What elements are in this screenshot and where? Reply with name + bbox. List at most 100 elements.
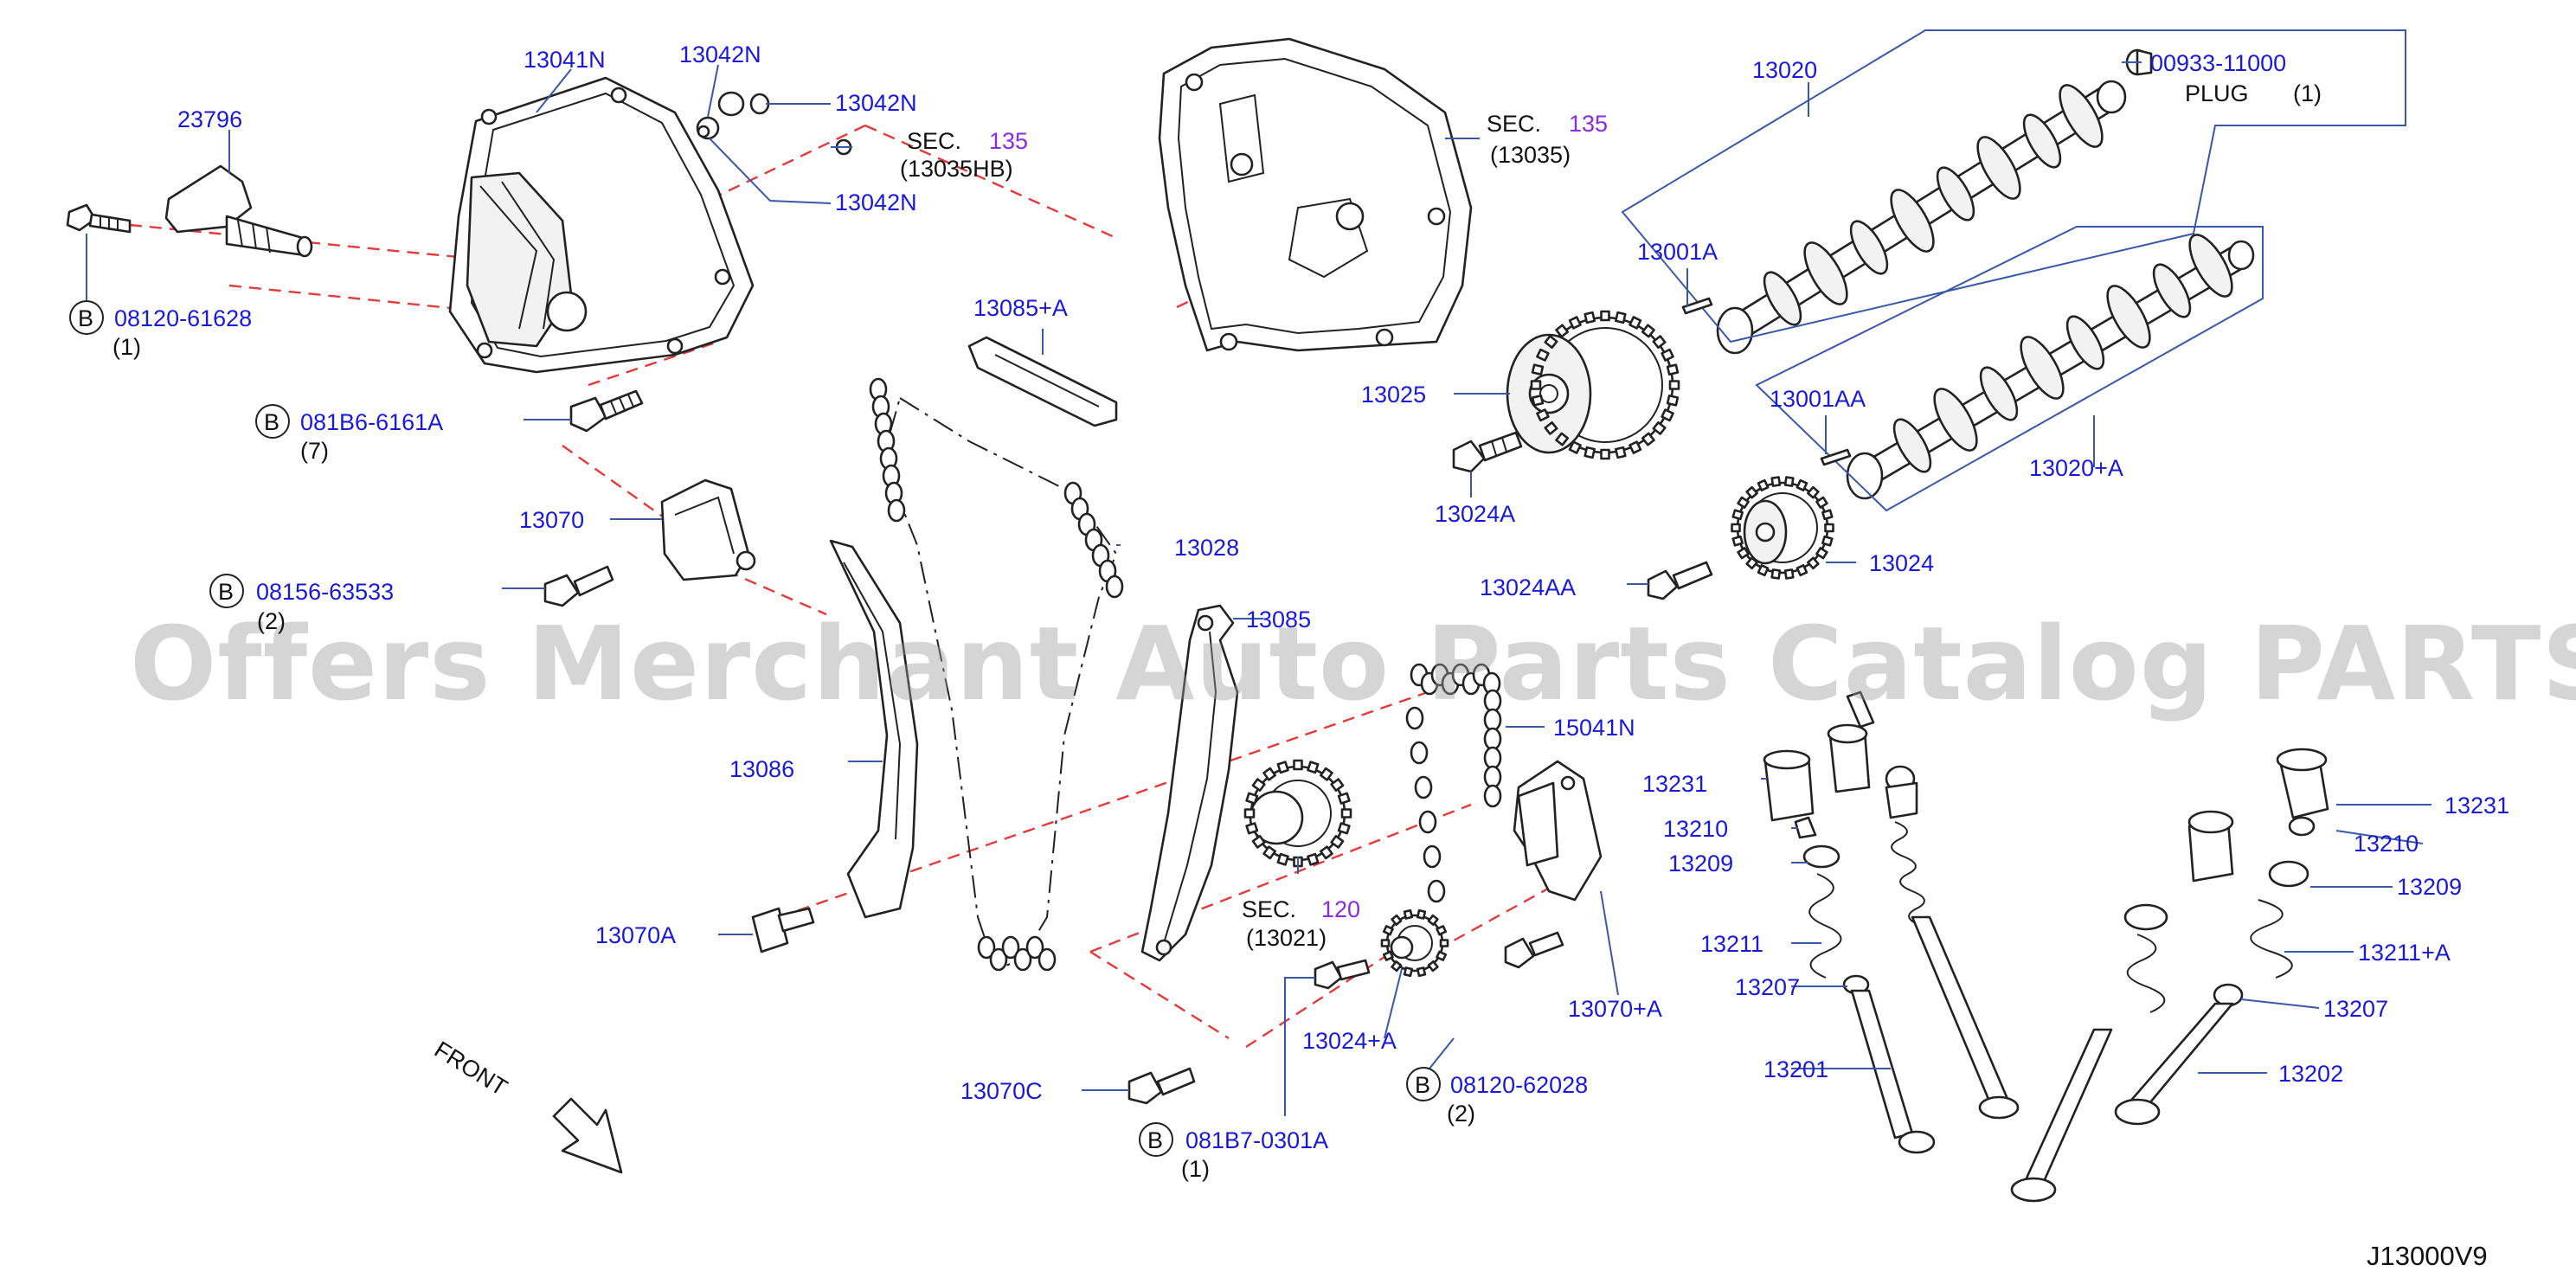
sec135hb-ref: (13035HB)	[900, 156, 1013, 182]
callout-13070pA: 13070+A	[1568, 996, 1662, 1022]
chain-link	[1483, 765, 1502, 789]
sprocket-tooth	[1757, 478, 1770, 491]
sprocket-tooth	[1731, 535, 1744, 547]
chain-link	[1105, 575, 1124, 599]
chain-link	[1025, 935, 1044, 960]
frame-13020A	[1755, 226, 2264, 512]
camshaft-13020	[1716, 80, 2127, 355]
chain-link	[1483, 746, 1502, 770]
front-label: FRONT	[430, 1037, 512, 1101]
sprocket-tooth	[1661, 348, 1674, 362]
sprocket-tooth	[1403, 966, 1414, 978]
sprocket-tooth	[1320, 845, 1333, 860]
chain-link	[1013, 947, 1032, 972]
sprocket-tooth	[1436, 950, 1448, 961]
chain-link	[1037, 947, 1057, 972]
callout-13025: 13025	[1361, 382, 1426, 408]
chain-link	[1418, 810, 1437, 834]
cam-sensor-23796	[164, 164, 313, 258]
sec135-num: 135	[1569, 111, 1608, 137]
callout-13231-l: 13231	[1642, 771, 1707, 797]
callout-labels: 13041N 13042N 13042N 13042N 23796 SEC. 1…	[69, 42, 2509, 1182]
bolt-08156-63533	[543, 565, 614, 607]
sprocket-tooth	[1568, 316, 1582, 330]
callout-13024A: 13024A	[1435, 501, 1515, 527]
callout-13070: 13070	[519, 507, 584, 533]
sprocket-tooth	[1783, 568, 1795, 580]
sprocket-tooth	[1416, 966, 1427, 978]
callout-13042N-a: 13042N	[679, 42, 761, 67]
b-letter-1: B	[78, 305, 93, 331]
sprocket-tooth	[1251, 835, 1266, 849]
qty-7: (7)	[300, 438, 329, 464]
sprocket-tooth	[1821, 509, 1834, 521]
sprocket-tooth	[1815, 547, 1828, 560]
callout-13020A: 13020+A	[2029, 455, 2123, 481]
sec120-ref: (13021)	[1246, 925, 1327, 951]
sprocket-tooth	[1615, 446, 1627, 459]
sprocket-tooth	[1276, 761, 1289, 774]
callout-13070C: 13070C	[960, 1078, 1043, 1104]
chain-link	[1405, 706, 1424, 730]
sprocket-tooth	[1668, 380, 1680, 390]
sprocket-tooth	[1427, 960, 1439, 973]
sprocket-tooth	[1641, 324, 1655, 338]
sprocket-tooth	[1382, 950, 1394, 961]
sprocket-tooth	[1320, 767, 1333, 781]
sprocket-tooth	[1807, 556, 1820, 570]
sprocket-tooth	[1243, 808, 1256, 819]
qty-2-b: (2)	[1447, 1101, 1475, 1127]
bolt-13070A	[751, 907, 815, 953]
sprocket-tooth	[1821, 535, 1834, 547]
sprocket-tooth	[1661, 408, 1674, 422]
vtc-sprocket-13025	[1506, 310, 1680, 460]
pin-13001A	[1681, 297, 1713, 315]
sprocket-tooth	[1731, 509, 1744, 521]
sprocket-tooth	[1568, 440, 1582, 454]
callout-081B7-0301A: 081B7-0301A	[1185, 1127, 1328, 1153]
callout-13201: 13201	[1763, 1056, 1828, 1082]
b-circle-5	[1139, 1122, 1173, 1157]
sprocket-tooth	[1337, 792, 1351, 805]
valve-train-right	[2010, 748, 2329, 1203]
callout-13024AA: 13024AA	[1480, 575, 1576, 600]
callout-13042N-b: 13042N	[835, 90, 917, 116]
frame-13020	[1621, 29, 2406, 343]
sprocket-tooth	[1380, 939, 1391, 947]
sprocket-tooth	[1293, 759, 1303, 771]
qty-1-b: (1)	[1181, 1156, 1210, 1182]
sprocket-tooth	[1824, 523, 1834, 533]
sprocket-tooth	[1330, 778, 1345, 792]
bolt-08120-62028	[1504, 931, 1564, 969]
sprocket-tooth	[1340, 808, 1352, 819]
sprocket-tooth	[1391, 914, 1403, 927]
sprocket-tooth	[1584, 311, 1596, 324]
sprocket-tooth	[1745, 556, 1758, 570]
sprocket-tooth	[1307, 852, 1320, 866]
leader-lines	[86, 61, 2431, 1116]
sprocket-tooth	[1251, 778, 1266, 792]
sprocket-tooth	[1337, 822, 1351, 835]
sprocket-tooth	[1770, 476, 1782, 487]
sprocket-tooth	[1330, 835, 1345, 849]
sprocket-tooth	[1666, 395, 1680, 407]
callout-23796: 23796	[177, 106, 242, 132]
b-letter-3: B	[218, 579, 234, 605]
sprocket-tooth	[1795, 564, 1808, 577]
callout-13207-r: 13207	[2323, 996, 2388, 1022]
callout-13210-r: 13210	[2354, 831, 2419, 857]
sprocket-tooth	[1666, 363, 1680, 376]
plug-qty: (1)	[2293, 80, 2322, 106]
bolt-13024A	[1452, 431, 1523, 473]
sprocket-tooth	[1262, 845, 1276, 860]
sprocket-tooth	[1615, 311, 1627, 324]
qty-2-a: (2)	[257, 608, 286, 634]
timing-cover-13035	[1158, 37, 1473, 352]
timing-chain-13028	[869, 377, 1124, 972]
front-indicator: FRONT	[430, 1037, 623, 1174]
sprocket-tooth	[1391, 960, 1403, 973]
b-letter-2: B	[264, 409, 279, 435]
sprocket-tooth	[1795, 478, 1808, 491]
sprocket-tooth	[1531, 395, 1545, 407]
callout-08156-63533: 08156-63533	[256, 579, 394, 605]
